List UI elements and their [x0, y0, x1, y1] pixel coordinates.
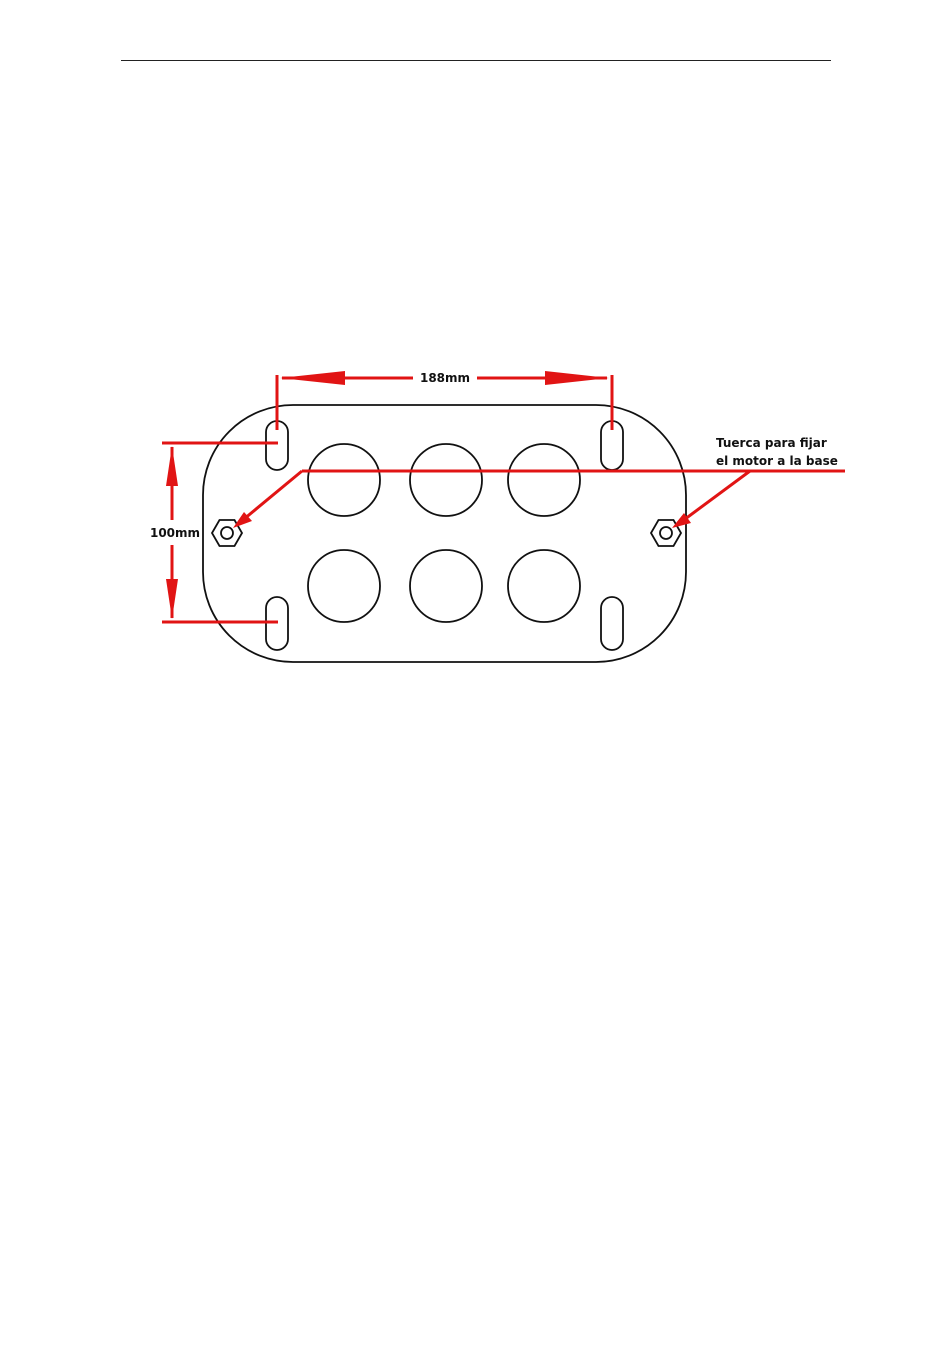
hole-top-left — [308, 444, 380, 516]
hole-bottom-right — [508, 550, 580, 622]
width-dimension-label: 188mm — [420, 371, 470, 385]
height-arrow-bottom — [166, 579, 178, 619]
height-arrow-top — [166, 446, 178, 486]
callout-label-line2: el motor a la base — [716, 454, 838, 468]
callout-label-line1: Tuerca para fijar — [716, 436, 827, 450]
slot-bottom-right — [601, 597, 623, 650]
hole-bottom-center — [410, 550, 482, 622]
width-arrow-left — [280, 371, 345, 385]
callout-leader-right — [677, 471, 750, 525]
dimension-lines — [162, 371, 845, 622]
callout-leader-left — [238, 471, 302, 524]
width-arrow-right — [545, 371, 609, 385]
hole-bottom-left — [308, 550, 380, 622]
hole-top-center — [410, 444, 482, 516]
height-dimension-label: 100mm — [150, 526, 200, 540]
hole-top-right — [508, 444, 580, 516]
